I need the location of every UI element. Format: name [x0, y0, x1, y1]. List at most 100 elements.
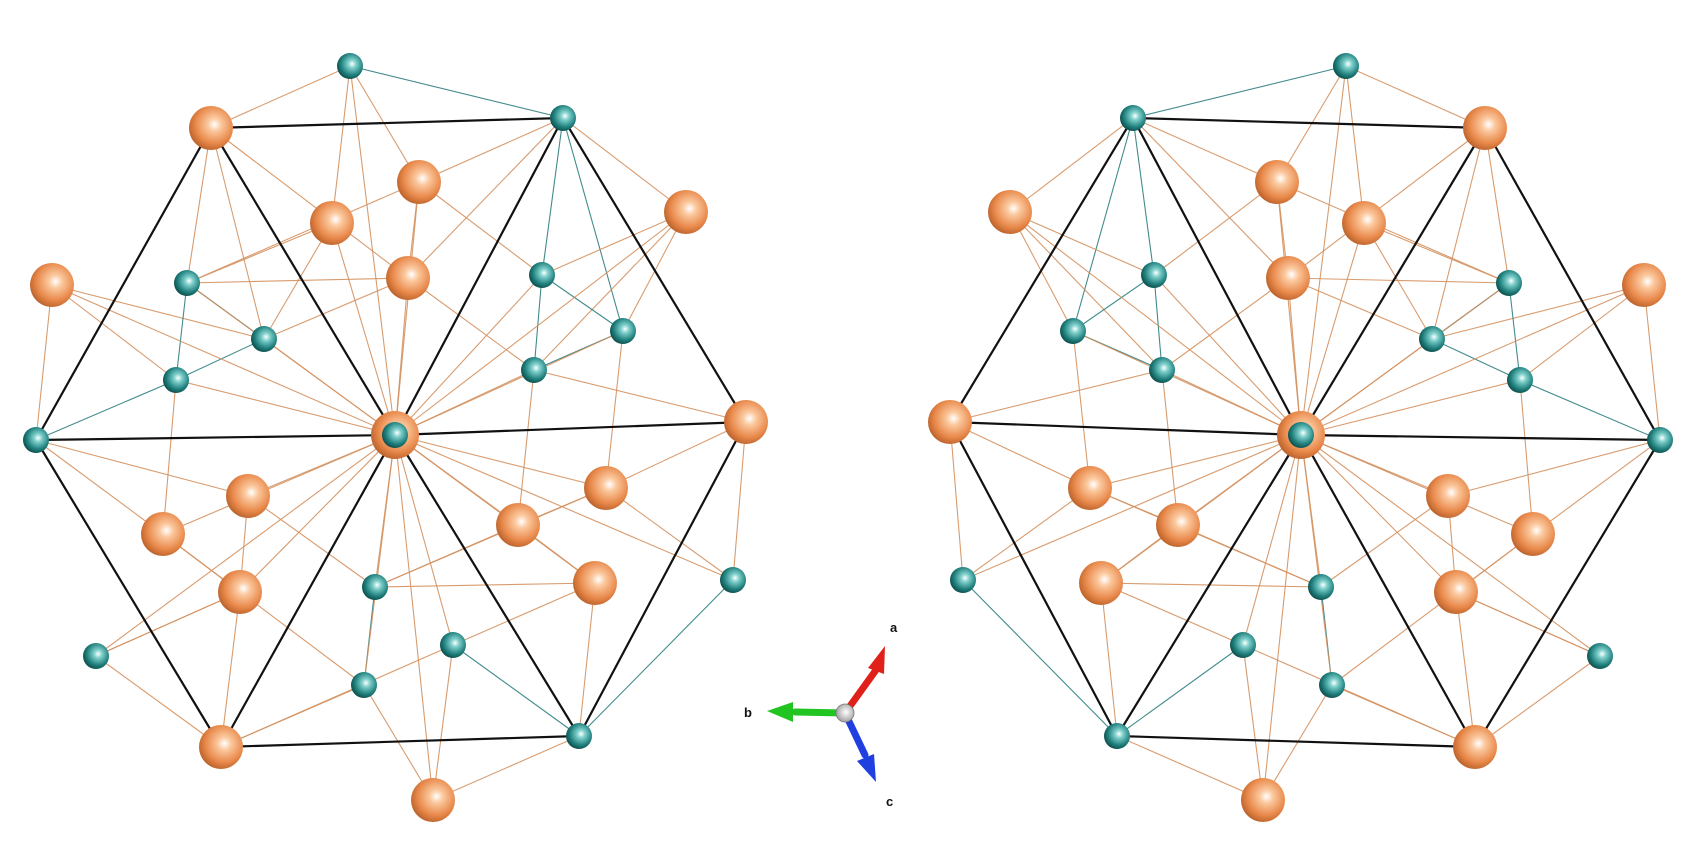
right-bond-83: [1300, 434, 1457, 593]
axes-triad: a b c: [744, 620, 898, 809]
left-bond-18: [35, 284, 53, 441]
left-orange-atom-3: [397, 160, 441, 204]
right-crystal-structure: [928, 53, 1673, 822]
right-bond-64: [1508, 282, 1521, 381]
left-bond-44: [374, 524, 519, 588]
right-orange-atom-8: [1266, 256, 1310, 300]
right-bond-54: [1455, 591, 1601, 657]
right-bond-10: [1072, 117, 1134, 332]
left-bond-83: [239, 434, 396, 593]
left-bond-65: [349, 65, 396, 436]
right-bond-75: [1300, 379, 1521, 436]
left-bond-33: [517, 369, 535, 526]
right-orange-atom-21: [1156, 503, 1200, 547]
right-teal-atom-11: [1060, 318, 1086, 344]
left-cell-edge-4: [35, 439, 222, 748]
right-bond-71: [1287, 277, 1302, 436]
left-bond-63: [541, 211, 687, 276]
left-bond-21: [186, 277, 409, 284]
left-orange-atom-19: [584, 466, 628, 510]
right-orange-atom-0: [1463, 106, 1507, 150]
right-bond-63: [1009, 211, 1155, 276]
left-teal-atom-7: [174, 270, 200, 296]
right-bond-37: [949, 421, 1091, 489]
right-teal-atom-28: [1319, 672, 1345, 698]
right-bond-25: [1153, 274, 1163, 371]
right-orange-atom-3: [1255, 160, 1299, 204]
right-bond-24: [1161, 277, 1289, 371]
left-bond-14: [186, 222, 333, 284]
right-bond-8: [1132, 117, 1289, 279]
left-cell-edge-2: [578, 421, 747, 737]
right-teal-atom-10: [1419, 326, 1445, 352]
left-teal-atom-12: [163, 367, 189, 393]
left-orange-atom-31: [411, 778, 455, 822]
right-bond-14: [1363, 222, 1510, 284]
right-cell-edge-4: [1474, 439, 1661, 748]
left-orange-atom-6: [30, 263, 74, 307]
right-bond-57: [1100, 582, 1244, 646]
right-bond-85: [1300, 434, 1601, 657]
right-bond-26: [1072, 274, 1155, 332]
left-bond-27: [175, 338, 265, 381]
left-cell-edge-1: [562, 117, 747, 423]
left-teal-atom-23: [362, 574, 388, 600]
left-orange-atom-5: [664, 190, 708, 234]
right-bond-53: [1474, 655, 1601, 748]
left-bond-23: [263, 277, 409, 340]
left-bond-37: [605, 421, 747, 489]
left-bond-6: [210, 127, 265, 340]
left-bond-84: [394, 434, 596, 584]
right-bond-30: [1519, 379, 1534, 535]
left-teal-atom-22: [720, 567, 746, 593]
left-bond-35: [35, 439, 164, 535]
right-teal-atom-27: [1230, 632, 1256, 658]
right-orange-atom-29: [1453, 725, 1497, 769]
left-bond-36: [732, 421, 747, 581]
right-orange-atom-20: [1511, 512, 1555, 556]
right-bond-59: [1331, 684, 1476, 748]
right-bond-17: [1009, 211, 1163, 371]
left-cell-edge-5: [35, 127, 212, 441]
right-cell-edge-10: [1300, 434, 1476, 748]
left-teal-atom-1: [337, 53, 363, 79]
right-bond-78: [1089, 434, 1302, 489]
left-bond-8: [407, 117, 564, 279]
right-bond-88: [1262, 434, 1302, 801]
left-bond-72: [394, 274, 543, 436]
left-bond-71: [394, 277, 409, 436]
right-unit-cell-edges: [949, 116, 1661, 749]
left-bond-9: [541, 117, 564, 276]
left-bond-3: [418, 117, 564, 183]
left-teal-atom-28: [351, 672, 377, 698]
right-teal-atom-16: [1288, 422, 1314, 448]
left-teal-atom-14: [23, 427, 49, 453]
right-bond-7: [1287, 127, 1486, 279]
left-cell-edge-6: [210, 127, 396, 436]
right-orange-atom-4: [1342, 201, 1386, 245]
left-bond-75: [175, 379, 396, 436]
left-orange-atom-0: [189, 106, 233, 150]
left-bond-86: [394, 434, 454, 646]
right-bond-3: [1132, 117, 1278, 183]
right-teal-atom-26: [1587, 643, 1613, 669]
left-orange-atom-8: [386, 256, 430, 300]
right-bond-51: [1455, 591, 1476, 748]
right-orange-atom-31: [1241, 778, 1285, 822]
right-cell-edge-9: [1116, 434, 1302, 737]
right-teal-atom-1: [1333, 53, 1359, 79]
left-bond-10: [562, 117, 624, 332]
left-bond-34: [35, 439, 249, 497]
right-bond-60: [1116, 735, 1264, 801]
right-bond-61: [1242, 644, 1264, 801]
left-bond-52: [578, 582, 596, 737]
left-atoms: [23, 53, 768, 822]
left-cell-edge-8: [394, 420, 747, 437]
left-bond-29: [605, 330, 624, 489]
left-bond-73: [263, 338, 396, 436]
left-orange-atom-4: [310, 201, 354, 245]
left-bond-56: [452, 644, 580, 737]
left-orange-atom-29: [199, 725, 243, 769]
left-bond-47: [605, 487, 734, 581]
